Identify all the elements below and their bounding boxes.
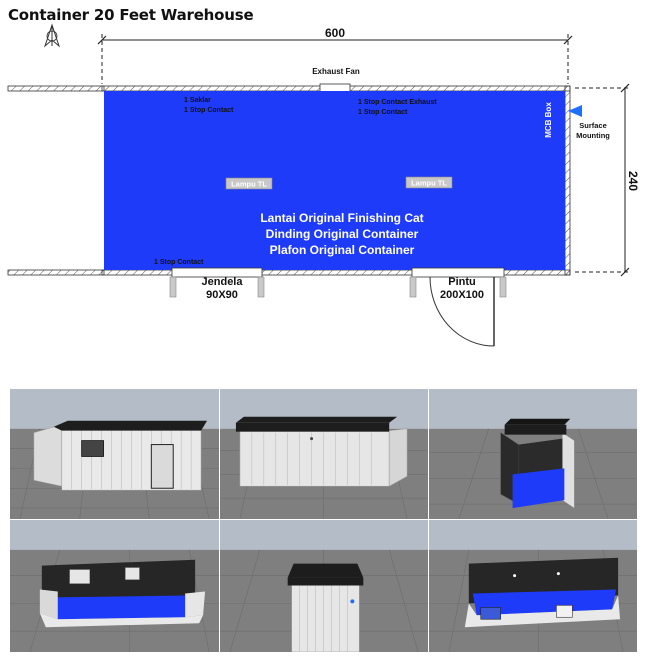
north-arrow-icon — [43, 23, 61, 48]
lamp-1-label: Lampu TL — [231, 180, 267, 189]
stop-contact-label-2: 1 Stop Contact — [358, 109, 408, 116]
door-size-label: 200X100 — [440, 289, 484, 301]
window-label: Jendela — [202, 276, 244, 288]
render-end-cutaway — [429, 389, 638, 520]
finish-note-ceiling: Plafon Original Container — [270, 243, 415, 257]
lamp-2 — [405, 176, 453, 189]
window-size-label: 90X90 — [206, 289, 238, 301]
render-rear-exterior — [220, 389, 429, 520]
stop-contact-label: 1 Stop Contact — [184, 107, 234, 114]
door-label: Pintu — [448, 276, 476, 288]
window-opening — [171, 267, 263, 278]
door-swing — [429, 276, 495, 347]
exhaust-fan-label: Exhaust Fan — [312, 67, 360, 76]
render-interior-cutaway-right — [429, 520, 638, 653]
switch-label: 1 Saklar — [184, 97, 211, 104]
length-dimension-label: 600 — [325, 26, 345, 40]
floor-area — [104, 91, 565, 270]
mcb-box-label: MCB Box — [544, 102, 553, 138]
width-dimension-label: 240 — [626, 171, 640, 191]
lamp-2-label: Lampu TL — [411, 179, 447, 188]
exhaust-contact-label: 1 Stop Contact Exhaust — [358, 99, 437, 106]
length-dimension: 600 — [97, 26, 573, 84]
door-opening — [411, 267, 505, 278]
stop-contact-bottom-label: 1 Stop Contact — [154, 259, 204, 266]
surface-mounting-label-2: Mounting — [576, 131, 610, 140]
corridor-walls — [7, 85, 105, 276]
width-dimension: 240 — [575, 83, 640, 277]
surface-mounting-label-1: Surface — [579, 121, 607, 130]
surface-mounting-icon — [568, 105, 582, 117]
render-grid — [10, 389, 638, 653]
lamp-1 — [225, 177, 273, 190]
render-front-exterior — [10, 389, 220, 520]
render-end-exterior — [220, 520, 429, 653]
finish-note-floor: Lantai Original Finishing Cat — [260, 211, 423, 225]
floor-plan: 600 240 Exhaust Fan 1 Saklar 1 — [7, 23, 640, 347]
support-posts — [169, 276, 507, 298]
page-title: Container 20 Feet Warehouse — [8, 6, 254, 24]
render-interior-cutaway-left — [10, 520, 220, 653]
finish-note-wall: Dinding Original Container — [266, 227, 419, 241]
